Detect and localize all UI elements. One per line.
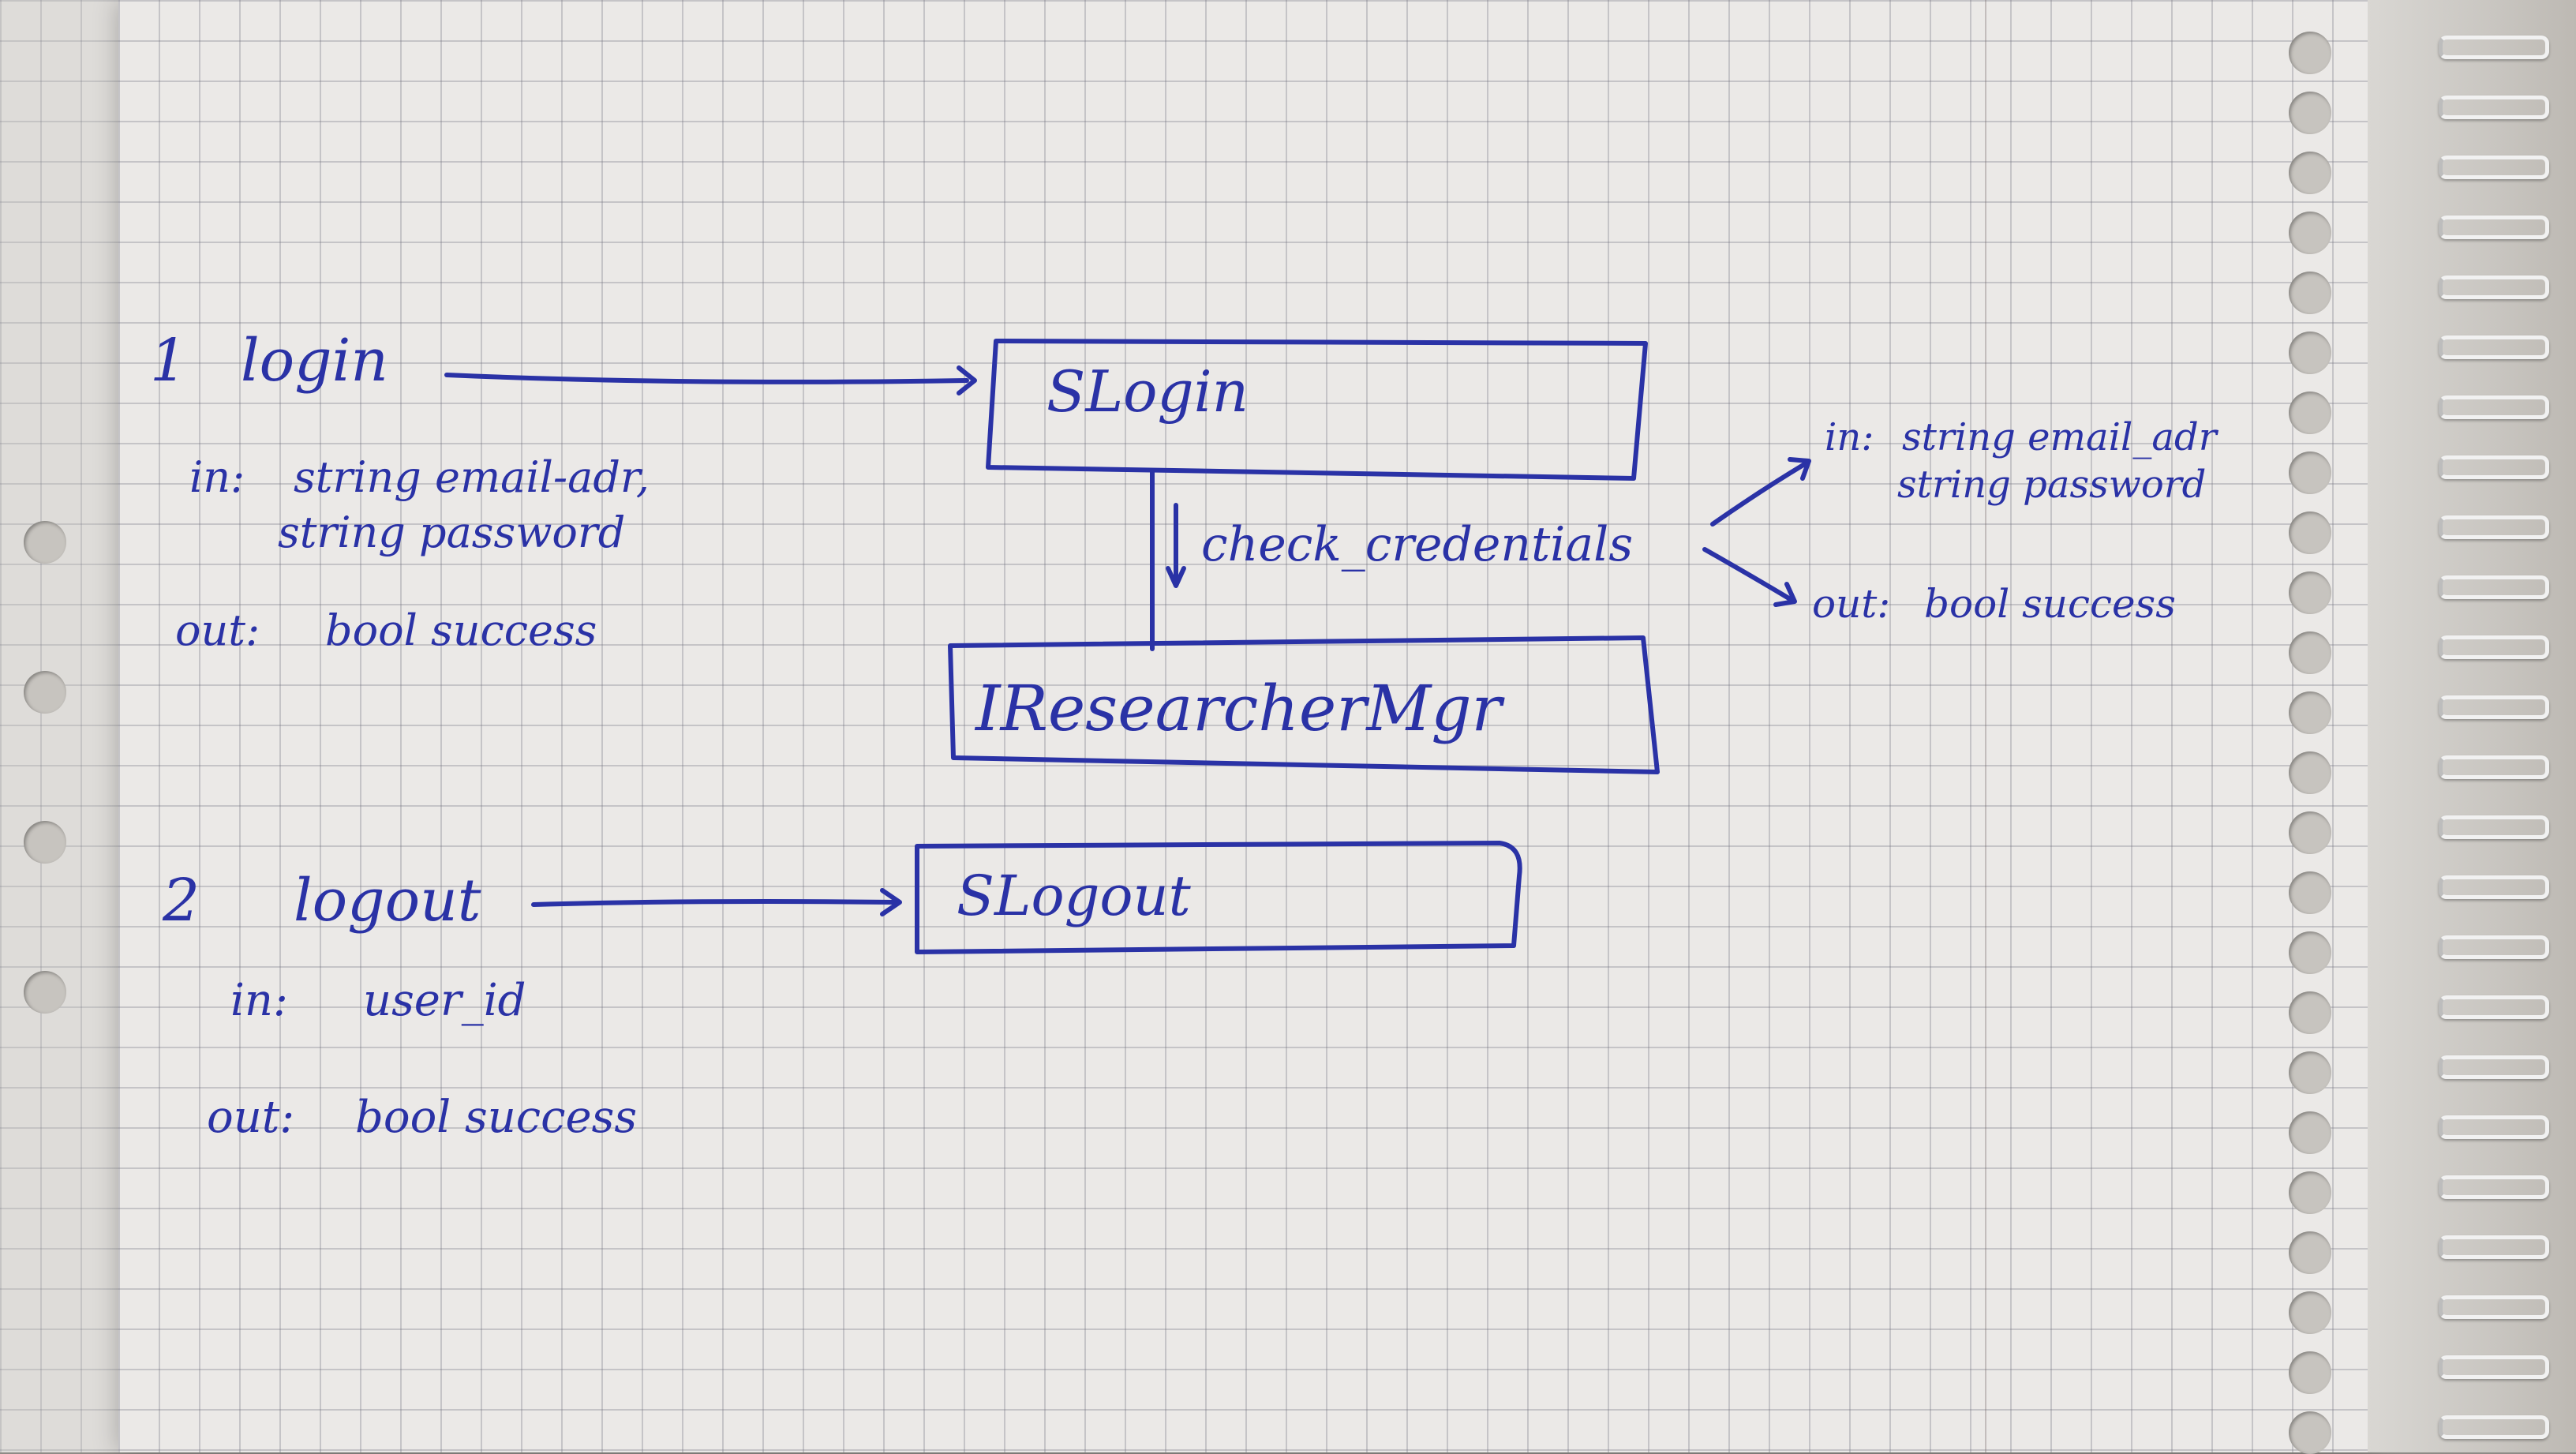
spiral-coil	[2439, 1355, 2549, 1379]
spiral-coil	[2439, 515, 2549, 539]
use-case-2-input-label: in:	[230, 975, 288, 1026]
underlying-page	[0, 0, 134, 1452]
punch-hole	[2289, 1411, 2331, 1454]
spiral-coil	[2439, 695, 2549, 719]
spiral-coil	[2439, 875, 2549, 899]
punch-hole	[2289, 691, 2331, 734]
use-case-2-input-param-1: user_id	[363, 975, 526, 1026]
spiral-coil	[2439, 455, 2549, 479]
operation-input-param-1: string email_adr	[1902, 415, 2217, 459]
spiral-coil	[2439, 575, 2549, 599]
slogin-box	[986, 339, 1648, 481]
spiral-coil	[2439, 96, 2549, 119]
spiral-coil	[2439, 995, 2549, 1019]
spiral-coil	[2439, 215, 2549, 239]
spiral-coil	[2439, 335, 2549, 359]
operation-input-param-2: string password	[1897, 463, 2207, 507]
use-case-2-output-label: out:	[207, 1092, 295, 1143]
punch-hole	[2289, 92, 2331, 134]
notebook-binding	[2368, 0, 2576, 1452]
spiral-coil	[2439, 395, 2549, 419]
spiral-coil	[2439, 1235, 2549, 1259]
punch-hole	[24, 521, 66, 564]
spiral-coil	[2439, 1175, 2549, 1199]
spiral-coil	[2439, 1415, 2549, 1439]
logout-arrow-head	[880, 888, 902, 916]
punch-hole	[2289, 1291, 2331, 1334]
operation-in-branch-head	[1788, 457, 1811, 481]
use-case-1-input-param-1: string email-adr,	[294, 452, 650, 502]
iresearchermgr-box	[948, 635, 1660, 774]
operation-output: bool success	[1924, 581, 2176, 627]
spiral-coil	[2439, 275, 2549, 299]
punch-hole	[2289, 332, 2331, 374]
punch-hole	[2289, 751, 2331, 794]
punch-hole	[2289, 1111, 2331, 1154]
spiral-coil	[2439, 935, 2549, 959]
operation-in-branch	[1710, 460, 1810, 527]
logout-arrow-line	[531, 899, 898, 907]
grid-paper-page	[118, 0, 2376, 1452]
punch-hole	[2289, 392, 2331, 434]
punch-hole	[2289, 1171, 2331, 1214]
punch-hole	[2289, 32, 2331, 74]
punch-hole	[2289, 1351, 2331, 1394]
punch-hole	[2289, 272, 2331, 314]
slogin-interface-label: SLogin	[1046, 358, 1249, 425]
punch-hole	[2289, 631, 2331, 674]
operation-name: check_credentials	[1201, 517, 1634, 572]
use-case-1-number: 1	[150, 327, 188, 395]
spiral-coil	[2439, 1115, 2549, 1139]
use-case-1-name: login	[241, 327, 388, 395]
login-arrow-head	[957, 365, 977, 395]
punch-hole	[2289, 1051, 2331, 1094]
use-case-1-input-param-2: string password	[278, 508, 626, 557]
use-case-2-name: logout	[294, 867, 481, 935]
spiral-coil	[2439, 1295, 2549, 1319]
iresearchermgr-label: IResearcherMgr	[975, 672, 1502, 745]
punch-hole	[24, 671, 66, 714]
call-direction-arrow-head	[1166, 566, 1186, 588]
login-arrow-line	[444, 373, 969, 384]
punch-hole	[2289, 931, 2331, 974]
punch-hole	[24, 821, 66, 864]
punch-hole	[2289, 452, 2331, 494]
spiral-coil	[2439, 1055, 2549, 1079]
punch-hole	[2289, 991, 2331, 1034]
spiral-coil	[2439, 36, 2549, 59]
punch-hole	[2289, 512, 2331, 554]
slogout-interface-label: SLogout	[957, 864, 1191, 928]
spiral-coil	[2439, 635, 2549, 659]
operation-output-label: out:	[1812, 581, 1891, 627]
punch-hole	[2289, 1231, 2331, 1274]
use-case-2-number: 2	[163, 867, 200, 935]
punch-hole	[2289, 212, 2331, 254]
page-margin-line	[1985, 0, 1986, 1452]
punch-hole	[2289, 811, 2331, 854]
punch-hole	[2289, 871, 2331, 914]
punch-hole	[24, 971, 66, 1014]
operation-out-branch	[1702, 547, 1794, 602]
use-case-2-output: bool success	[355, 1092, 638, 1143]
slogout-box	[915, 841, 1522, 954]
spiral-coil	[2439, 755, 2549, 779]
use-case-1-output: bool success	[325, 605, 597, 655]
spiral-coil	[2439, 815, 2549, 839]
punch-hole	[2289, 571, 2331, 614]
use-case-1-output-label: out:	[175, 605, 260, 655]
spiral-coil	[2439, 156, 2549, 179]
operation-input-label: in:	[1825, 415, 1874, 459]
use-case-1-input-label: in:	[189, 452, 245, 502]
operation-out-branch-head	[1773, 582, 1797, 607]
punch-hole	[2289, 152, 2331, 194]
